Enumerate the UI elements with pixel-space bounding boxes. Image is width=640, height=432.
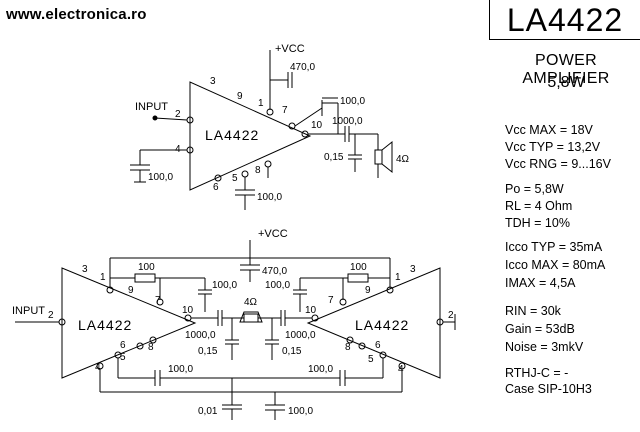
bottom-r-left-label: 100 (138, 262, 155, 273)
top-c-out-label: 1000,0 (332, 116, 363, 127)
bottom-right-amp-triangle (306, 267, 441, 379)
top-input-label: INPUT (135, 101, 168, 113)
bottom-right-pin-5: 5 (368, 354, 374, 365)
top-c-in-label: 100,0 (148, 172, 173, 183)
site-url[interactable]: www.electronica.ro (6, 6, 147, 23)
top-pin-7: 7 (282, 105, 288, 116)
bottom-right-pin-3: 3 (410, 264, 416, 275)
bottom-right-chip-label: LA4422 (355, 317, 409, 333)
top-pin-3: 3 (210, 76, 216, 87)
bottom-left-pin-9: 9 (128, 285, 134, 296)
top-pin-9: 9 (237, 91, 243, 102)
bottom-c-zobel-left-label: 0,15 (198, 346, 218, 357)
spec-noise: Noise = 3mkV (505, 340, 584, 354)
top-pin-5: 5 (232, 173, 238, 184)
bottom-left-pin-7: 7 (155, 295, 161, 306)
bottom-c-boot-left-label: 100,0 (212, 280, 237, 291)
bottom-left-pin-4: 4 (95, 362, 101, 373)
top-speaker-label: 4Ω (396, 154, 410, 165)
bottom-left-amp-triangle (61, 267, 197, 379)
top-pin-10: 10 (311, 120, 323, 131)
top-c-boot-label: 100,0 (340, 96, 365, 107)
bottom-c-zobel-right-label: 0,15 (282, 346, 302, 357)
spec-gain: Gain = 53dB (505, 322, 575, 336)
bottom-left-pin-6: 6 (120, 340, 126, 351)
spec-vcc-max: Vcc MAX = 18V (505, 123, 593, 137)
spec-icco-max: Icco MAX = 80mA (505, 258, 606, 272)
bottom-left-pin-8: 8 (148, 342, 154, 353)
bottom-right-pin-10: 10 (305, 305, 317, 316)
title-box: LA4422 (489, 0, 640, 40)
bottom-left-pin-5: 5 (120, 352, 126, 363)
bottom-speaker-icon (243, 313, 259, 323)
bottom-c-ref-right-label: 100,0 (308, 364, 333, 375)
spec-rl: RL = 4 Ohm (505, 199, 573, 213)
bottom-c-boot-right-label: 100,0 (265, 280, 290, 291)
bottom-c-ref-left-label: 100,0 (168, 364, 193, 375)
bottom-right-pin-7: 7 (328, 295, 334, 306)
bottom-left-pin-3: 3 (82, 264, 88, 275)
top-amp-triangle (189, 81, 312, 191)
spec-rthj: RTHJ-C = - (505, 366, 569, 380)
subtitle-power-amplifier: POWER AMPLIFIER (522, 52, 610, 87)
spec-case: Case SIP-10H3 (505, 382, 592, 396)
bottom-r-right-label: 100 (350, 262, 367, 273)
chip-title: LA4422 (506, 2, 624, 38)
bottom-speaker-label: 4Ω (244, 297, 258, 308)
bottom-left-chip-label: LA4422 (78, 317, 132, 333)
bottom-input-label: INPUT (12, 305, 45, 317)
bottom-c-big-label: 100,0 (288, 406, 313, 417)
bottom-bridge-amplifier: LA4422 LA4422 +VCC 470,0 100 100 (12, 228, 456, 420)
top-c-ref-label: 100,0 (257, 192, 282, 203)
top-amplifier: LA4422 +VCC 470,0 3 9 1 7 10 2 4 6 5 8 (130, 43, 410, 210)
bottom-left-pin-1: 1 (100, 272, 106, 283)
top-pin-8: 8 (255, 165, 261, 176)
bottom-vcc-label: +VCC (258, 228, 288, 240)
top-c-supply-label: 470,0 (290, 62, 315, 73)
bottom-left-pin-2: 2 (48, 310, 54, 321)
bottom-left-pin-10: 10 (182, 305, 194, 316)
top-pin-2: 2 (175, 109, 181, 120)
spec-vcc-range: Vcc RNG = 9...16V (505, 157, 611, 171)
bottom-c-small-label: 0,01 (198, 406, 218, 417)
bottom-right-pin-8: 8 (345, 342, 351, 353)
bottom-c-out-right-label: 1000,0 (285, 330, 316, 341)
bottom-right-pin-4: 4 (398, 364, 404, 375)
spec-po: Po = 5,8W (505, 182, 564, 196)
spec-rin: RIN = 30k (505, 304, 561, 318)
bottom-right-pin-6: 6 (375, 340, 381, 351)
spec-icco-typ: Icco TYP = 35mA (505, 240, 603, 254)
spec-imax: IMAX = 4,5A (505, 276, 576, 290)
bottom-c-out-left-label: 1000,0 (185, 330, 216, 341)
bottom-right-pin-2: 2 (448, 310, 454, 321)
top-pin-1: 1 (258, 98, 264, 109)
top-c-zobel-label: 0,15 (324, 152, 344, 163)
top-speaker-icon (374, 149, 383, 165)
top-chip-label: LA4422 (205, 127, 259, 143)
bottom-right-pin-1: 1 (395, 272, 401, 283)
bottom-right-pin-9: 9 (365, 285, 371, 296)
top-vcc-label: +VCC (275, 43, 305, 55)
subtitle-power: 5,8W (547, 74, 585, 91)
spec-tdh: TDH = 10% (505, 216, 570, 230)
bottom-c-supply-label: 470,0 (262, 266, 287, 277)
spec-vcc-typ: Vcc TYP = 13,2V (505, 140, 601, 154)
top-pin-6: 6 (213, 182, 219, 193)
